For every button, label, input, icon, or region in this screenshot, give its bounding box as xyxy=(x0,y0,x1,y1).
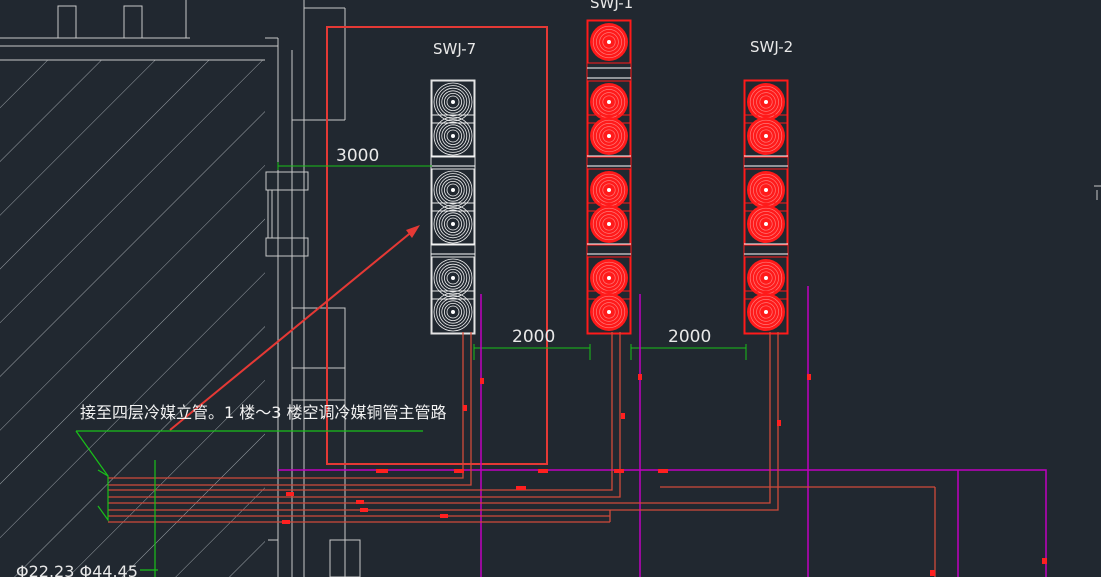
fan-module xyxy=(744,168,788,212)
highlight-arrow xyxy=(169,225,420,431)
magenta-lines xyxy=(278,286,1047,577)
fan-module xyxy=(587,20,631,64)
fan-module xyxy=(587,290,631,334)
dimension-2000-right xyxy=(630,344,747,360)
unit-label-swj2: SWJ-2 xyxy=(750,38,793,56)
pipe-markers xyxy=(282,374,1047,576)
fan-module xyxy=(431,256,475,300)
fan-module xyxy=(744,256,788,300)
dimension-3000 xyxy=(277,162,432,170)
fan-module xyxy=(587,80,631,124)
fan-module xyxy=(744,202,788,246)
refrigerant-pipes xyxy=(108,332,936,577)
fan-module xyxy=(431,114,475,158)
highlight-box xyxy=(326,26,548,465)
fan-module xyxy=(587,256,631,300)
pipe-size-label: Φ22.23 Φ44.45 xyxy=(16,562,138,577)
fan-module xyxy=(744,80,788,124)
wall-hatch xyxy=(0,59,265,577)
outdoor-unit-swj2 xyxy=(743,79,789,335)
unit-label-swj7: SWJ-7 xyxy=(433,40,476,58)
dimension-label-3000: 3000 xyxy=(336,146,379,166)
outdoor-unit-swj7 xyxy=(430,79,476,335)
fan-module xyxy=(587,114,631,158)
fan-module xyxy=(431,202,475,246)
fan-module xyxy=(587,202,631,246)
fan-module xyxy=(431,168,475,212)
dimension-label-2000-right: 2000 xyxy=(668,327,711,347)
wall-outline xyxy=(0,0,361,577)
fan-module xyxy=(744,290,788,334)
annotation-text: 接至四层冷媒立管。1 楼～3 楼空调冷媒铜管主管路 xyxy=(80,403,447,422)
fan-module xyxy=(431,290,475,334)
fan-module xyxy=(587,168,631,212)
fan-module xyxy=(744,114,788,158)
dimension-label-2000-left: 2000 xyxy=(512,327,555,347)
annotation-leader xyxy=(75,430,423,577)
fan-module xyxy=(431,80,475,124)
unit-label-swj1: SWJ-1 xyxy=(590,0,633,12)
edge-fragment-right xyxy=(1094,185,1101,200)
outdoor-unit-swj1 xyxy=(586,19,632,335)
dimension-2000-left xyxy=(473,344,591,360)
